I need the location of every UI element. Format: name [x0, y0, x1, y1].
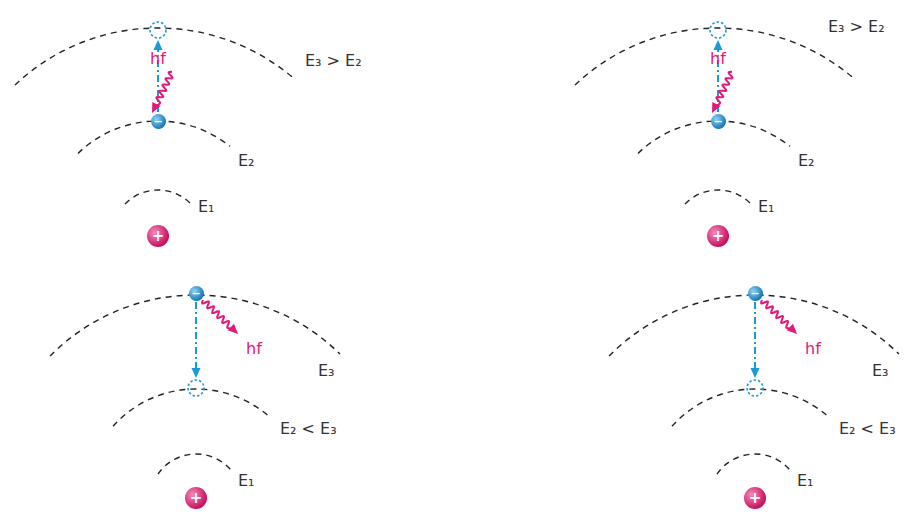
former-electron-position	[747, 380, 763, 396]
energy-level-label: E₃	[318, 362, 335, 380]
energy-level-label: E₂	[798, 152, 815, 170]
energy-level-orbit	[717, 454, 791, 474]
charge-minus: −	[750, 288, 759, 299]
photon-wave	[761, 300, 793, 330]
arrow-head	[714, 40, 723, 50]
electron: −	[748, 286, 763, 301]
energy-level-orbit	[15, 28, 295, 85]
charge-plus: +	[712, 229, 725, 244]
arrow-head	[751, 368, 760, 378]
energy-level-label: E₂ < E₃	[839, 420, 896, 438]
charge-minus: −	[713, 116, 722, 127]
energy-level-label: E₁	[758, 198, 775, 216]
photon-wave	[202, 300, 234, 330]
photon-label: hf	[805, 340, 821, 358]
energy-level-orbit	[575, 28, 855, 85]
arrow-head	[192, 368, 201, 378]
former-electron-position	[188, 380, 204, 396]
energy-level-label: E₂	[238, 152, 255, 170]
photon-wave	[155, 72, 173, 108]
charge-plus: +	[152, 229, 165, 244]
transition-arrow	[195, 302, 197, 372]
energy-level-label: E₃ > E₂	[828, 18, 885, 36]
nucleus: +	[744, 487, 766, 509]
energy-level-orbit	[113, 389, 271, 426]
energy-level-label: E₁	[198, 198, 215, 216]
arrow-head	[228, 324, 238, 334]
energy-level-label: E₁	[238, 472, 255, 490]
arrow-head	[712, 102, 720, 113]
energy-level-orbit	[158, 454, 232, 474]
arrow-head	[152, 102, 160, 113]
photon-label: hf	[710, 50, 726, 68]
arrow-head	[787, 324, 797, 334]
photon-label: hf	[150, 50, 166, 68]
electron: −	[189, 286, 204, 301]
electron: −	[151, 114, 166, 129]
energy-level-orbit	[672, 389, 830, 426]
charge-minus: −	[191, 288, 200, 299]
former-electron-position	[710, 22, 726, 38]
charge-minus: −	[153, 116, 162, 127]
nucleus: +	[707, 225, 729, 247]
energy-level-label: E₃ > E₂	[305, 52, 362, 70]
energy-level-label: E₁	[797, 472, 814, 490]
former-electron-position	[150, 22, 166, 38]
transition-arrow	[754, 302, 756, 372]
arrow-head	[154, 40, 163, 50]
charge-plus: +	[749, 491, 762, 506]
energy-level-label: E₃	[872, 362, 889, 380]
nucleus: +	[147, 225, 169, 247]
energy-level-orbit	[685, 190, 750, 204]
nucleus: +	[185, 487, 207, 509]
photon-wave	[715, 72, 733, 108]
charge-plus: +	[190, 491, 203, 506]
energy-level-label: E₂ < E₃	[280, 420, 337, 438]
energy-level-orbit	[125, 190, 190, 204]
electron: −	[711, 114, 726, 129]
photon-label: hf	[246, 340, 262, 358]
